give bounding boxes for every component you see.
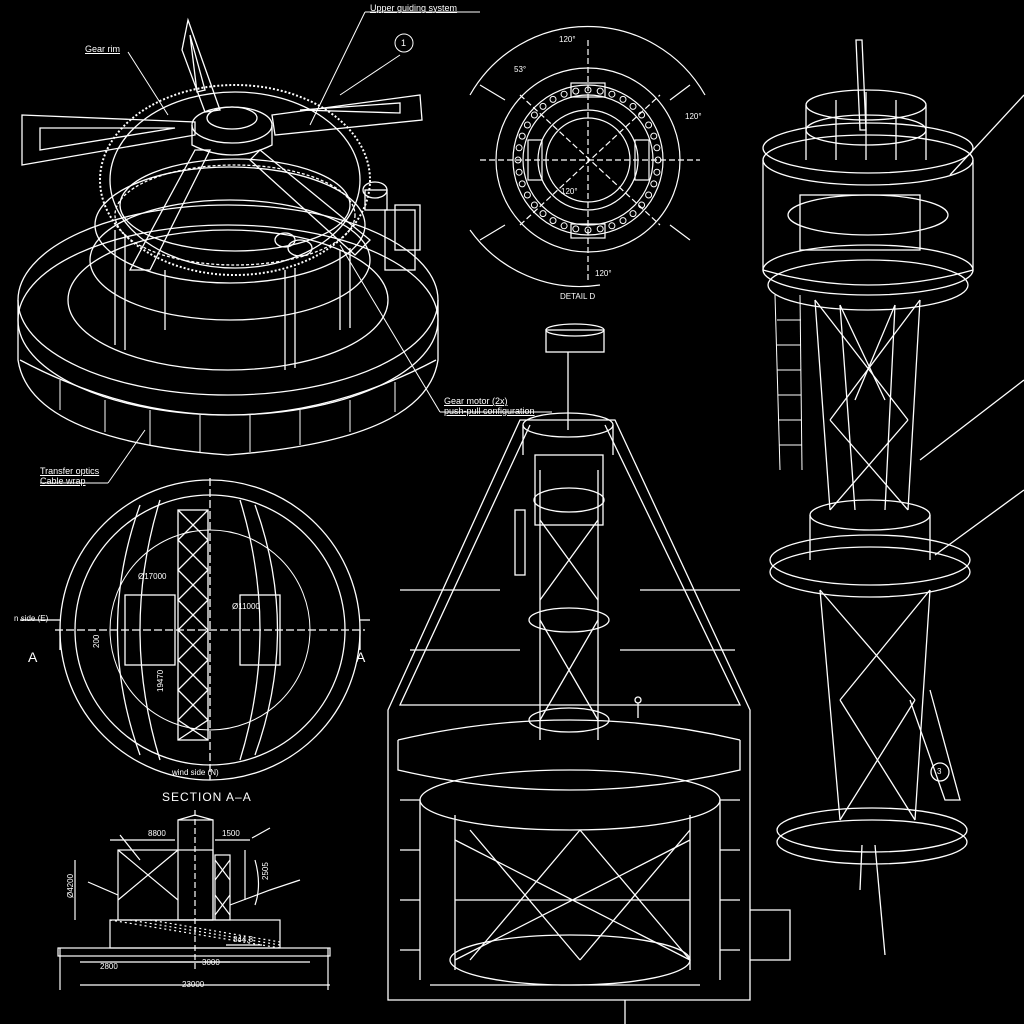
bolt-hole [638,111,646,119]
bolt-hole [514,156,522,164]
side-e-label: n side (E) [14,614,49,623]
bolt-hole [653,168,661,176]
bolt-hole [515,168,523,176]
bolt-hole [549,95,557,103]
plan-view-circle [20,478,370,781]
angle-mid-label: 120° [561,187,578,196]
section-aa-drawing [57,810,331,990]
bolt-hole [608,222,616,230]
gear-rim-label: Gear rim [85,44,121,54]
bolt-hole [572,87,580,95]
section-marker-right: A [356,649,366,665]
bolt-hole [584,226,592,234]
dim-3000-label: 3000 [202,958,220,967]
upper-guiding-system-label: Upper guiding system [370,3,458,13]
bolt-hole [650,132,658,140]
diameter-11000-label: Ø11000 [232,602,260,611]
bolt-hole [584,86,592,94]
bolt-hole [619,95,627,103]
bolt-hole [653,144,661,152]
bolt-hole [518,180,526,188]
dim-2800-label: 2800 [100,962,118,971]
dim-200-label: 200 [92,634,101,648]
bolt-hole [560,222,568,230]
bolt-hole [530,111,538,119]
angle-right-label: 120° [685,112,702,121]
dim-4200-label: Ø4200 [66,873,75,898]
bolt-hole [523,121,531,129]
bolt-hole [645,121,653,129]
angle-bottom-label: 120° [595,269,612,278]
bolt-hole [645,191,653,199]
bolt-hole [596,225,604,233]
callout-1-label: 1 [401,38,407,48]
bolt-hole [539,102,547,110]
enclosure-cross-section [387,323,791,1024]
angle-53-label: 53° [514,65,527,74]
dim-8800-label: 8800 [148,829,166,838]
top-left-leaders [40,11,552,484]
bolt-hole [629,102,637,110]
bolt-hole [518,132,526,140]
bolt-hole [629,210,637,218]
bolt-hole [596,87,604,95]
detail-d-bolt-ring [469,25,706,288]
dim-2505-label: 2505 [261,862,270,880]
detail-d-label: DETAIL D [560,292,596,301]
section-marker-left: A [28,649,38,665]
dim-23000-label: 23000 [182,980,205,989]
push-pull-label: push-pull configuration [444,406,535,416]
wind-side-label: wind side (N) [172,768,219,777]
bolt-hole [560,90,568,98]
dim-1500-label: 1500 [222,829,240,838]
bolt-hole [549,217,557,225]
gear-motor-label: Gear motor (2x) [444,396,508,406]
dim-844-label: 844,8 [233,935,254,944]
bolt-hole [650,180,658,188]
transfer-optics-label: Transfer optics [40,466,100,476]
bolt-hole [572,225,580,233]
bolt-hole [523,191,531,199]
telescope-tower-drawing [762,39,1024,956]
callout-3-label: 3 [937,767,942,776]
diameter-17000-label: Ø17000 [138,572,167,581]
isometric-turntable-drawing [17,17,439,456]
bolt-hole [654,156,662,164]
cable-wrap-label: Cable wrap [40,476,86,486]
bolt-hole [530,201,538,209]
angle-top-label: 120° [559,35,576,44]
bolt-hole [515,144,523,152]
bolt-hole [608,90,616,98]
section-aa-title: SECTION A–A [162,790,252,804]
bolt-hole [619,217,627,225]
bolt-hole [539,210,547,218]
bolt-hole [638,201,646,209]
dim-19470-label: 19470 [156,669,165,692]
